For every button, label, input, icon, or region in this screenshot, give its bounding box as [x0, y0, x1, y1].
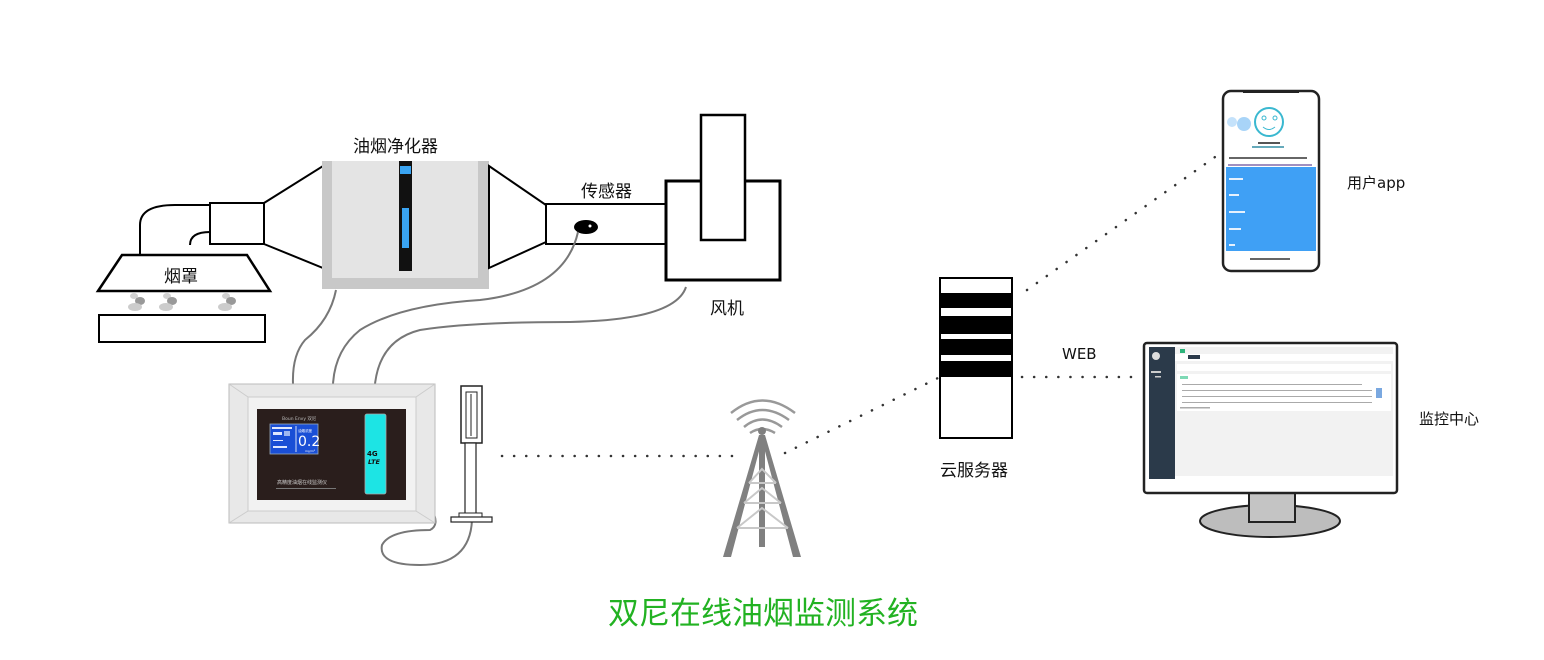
fan [664, 113, 782, 282]
label-cloud-server: 云服务器 [940, 461, 1008, 481]
cell-tower-icon [723, 399, 801, 557]
cloud-server [939, 277, 1013, 439]
app-list-panel [1226, 167, 1316, 251]
label-fan: 风机 [710, 299, 744, 319]
label-web: WEB [1062, 345, 1097, 363]
exhaust-duct [545, 203, 668, 245]
sensor-probe [574, 220, 598, 234]
device-brand: Boun Envy 双尼 [282, 416, 317, 422]
diagram-title: 双尼在线油烟监测系统 [608, 596, 918, 632]
range-hood [95, 202, 273, 343]
label-hood: 烟罩 [164, 267, 198, 287]
label-monitor-center: 监控中心 [1419, 410, 1480, 428]
reading-unit: mg/m³ [305, 449, 316, 453]
wireless-links [500, 155, 1217, 458]
device-name: 高精度油烟在线监测仪 [277, 479, 327, 486]
pole-sensor [450, 385, 493, 523]
label-purifier: 油烟净化器 [353, 137, 438, 157]
stove [98, 314, 266, 343]
reading-value: 0.2 [298, 434, 320, 450]
lte-badge-4g: 4G [367, 450, 378, 458]
oil-smoke-purifier [263, 161, 547, 289]
label-user-app: 用户app [1347, 174, 1406, 192]
oil-smoke-monitor-device: Boun Envy 双尼 油烟浓度 0.2 mg/m³ 高精度油烟在线监测仪 4… [228, 383, 436, 524]
monitoring-center-desktop [1142, 341, 1399, 538]
label-sensor: 传感器 [581, 182, 632, 202]
lte-badge-lte: LTE [368, 458, 380, 466]
lte-badge [364, 413, 387, 495]
user-app-phone [1221, 89, 1321, 273]
signal-cables [291, 231, 687, 567]
reading-label: 油烟浓度 [298, 428, 312, 433]
